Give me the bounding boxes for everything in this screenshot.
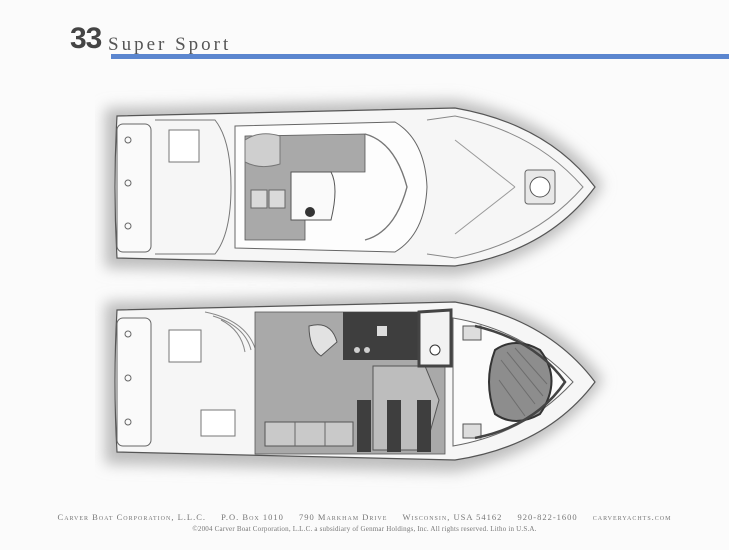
- page-header: 33 Super Sport: [70, 22, 729, 62]
- cockpit-hatch: [168, 129, 200, 163]
- platform-porthole: [124, 418, 132, 426]
- windshield: [364, 133, 408, 241]
- swim-platform: [116, 123, 152, 253]
- stove-burner: [354, 347, 360, 353]
- aft-coaming: [155, 119, 232, 255]
- street-address: 790 Markham Drive: [299, 512, 388, 522]
- hull-liner: [474, 324, 567, 440]
- stateroom-locker: [462, 423, 482, 439]
- platform-porthole: [124, 222, 132, 230]
- platform-porthole: [124, 330, 132, 338]
- floor-plans: [105, 100, 603, 472]
- head-toilet: [429, 344, 441, 356]
- platform-porthole: [124, 179, 132, 187]
- stove-burner: [364, 347, 370, 353]
- salon-chair: [308, 324, 338, 357]
- platform-porthole: [124, 374, 132, 382]
- helm-seat: [250, 189, 268, 209]
- companionway-step: [417, 400, 431, 452]
- phone-number: 920-822-1600: [517, 512, 578, 522]
- deck-seam: [454, 139, 516, 188]
- deck-plan: [105, 100, 603, 276]
- header-rule: [111, 54, 729, 59]
- website-link[interactable]: carveryachts.com: [592, 512, 672, 522]
- swim-platform: [116, 317, 152, 447]
- po-box: P.O. Box 1010: [221, 512, 284, 522]
- copyright-notice: ©2004 Carver Boat Corporation, L.L.C. a …: [192, 525, 537, 533]
- companionway-step: [387, 400, 401, 452]
- companionway-step: [357, 400, 371, 452]
- platform-porthole: [124, 136, 132, 144]
- cockpit-hatch: [168, 329, 202, 363]
- helm-console: [290, 171, 336, 221]
- helm-seat: [268, 189, 286, 209]
- deck-seam: [454, 186, 516, 235]
- company-name: Carver Boat Corporation, L.L.C.: [57, 512, 206, 522]
- foredeck-rail: [426, 115, 584, 259]
- salon-sofa: [264, 421, 354, 447]
- v-berth: [488, 342, 553, 422]
- head-compartment: [417, 308, 453, 368]
- anchor-locker: [529, 176, 551, 198]
- state-zip: Wisconsin, USA 54162: [402, 512, 503, 522]
- cockpit-steps: [204, 311, 256, 353]
- page-footer: Carver Boat Corporation, L.L.C. P.O. Box…: [0, 512, 729, 533]
- berth-pattern: [498, 347, 548, 417]
- stateroom-locker: [462, 325, 482, 341]
- cockpit-hatch: [200, 409, 236, 437]
- bridge-lounge-curve: [244, 133, 281, 168]
- galley-sink: [377, 326, 387, 336]
- cabin-plan: [105, 294, 603, 472]
- helm-wheel: [305, 207, 315, 217]
- model-name: Super Sport: [108, 34, 232, 55]
- model-number: 33: [70, 22, 102, 55]
- contact-line: Carver Boat Corporation, L.L.C. P.O. Box…: [0, 512, 729, 522]
